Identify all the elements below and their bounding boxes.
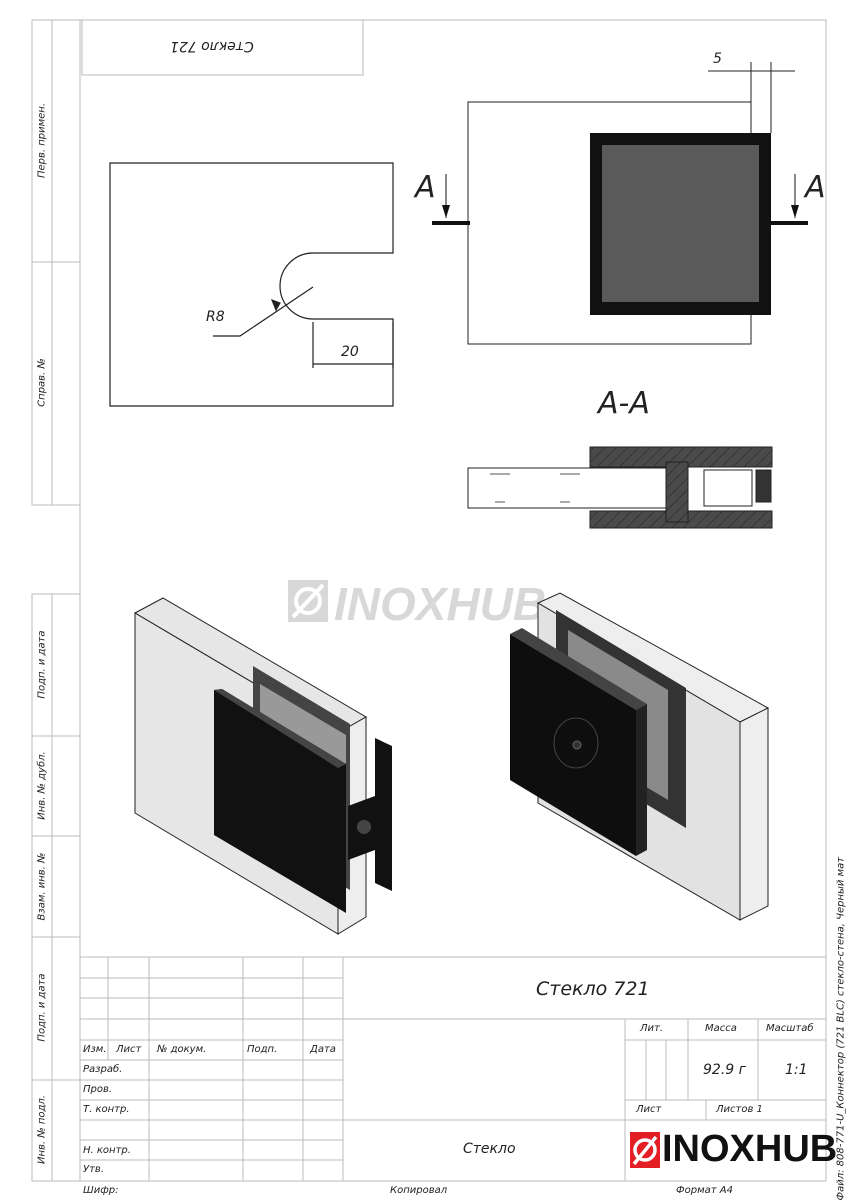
footer-cipher: Шифр: (83, 1185, 119, 1196)
side-sign-date-1: Подп. и дата (36, 630, 48, 699)
sheet-label: Лист (636, 1104, 662, 1115)
material: Стекло (463, 1141, 516, 1157)
side-ref-no: Справ. № (36, 358, 48, 407)
document-name: Стекло 721 (536, 978, 650, 1000)
section-mark-right: A (805, 170, 826, 205)
role-norm-control: Н. контр. (83, 1145, 131, 1156)
side-sign-date-2: Подп. и дата (36, 973, 48, 1042)
radius-label: R8 (206, 309, 225, 325)
isometric-view-right (510, 592, 770, 921)
side-orig-inv: Инв. № подл. (36, 1095, 48, 1164)
sheet-frame (31, 19, 827, 1182)
side-dup-inv: Инв. № дубл. (36, 751, 48, 820)
watermark-text: INOXHUB (334, 578, 546, 630)
front-view (432, 62, 808, 345)
role-tech-control: Т. контр. (83, 1104, 130, 1115)
logo-icon (630, 1132, 660, 1168)
role-checker: Пров. (83, 1084, 113, 1095)
footer-format: Формат А4 (676, 1185, 733, 1196)
isometric-view-left (133, 597, 392, 935)
hdr-izm: Изм. (83, 1044, 107, 1055)
role-approved: Утв. (83, 1164, 104, 1175)
glass-cutout-view (109, 162, 394, 407)
scale-value: 1:1 (785, 1062, 808, 1078)
company-logo: INOXHUB (662, 1128, 838, 1170)
dim-20: 20 (341, 344, 359, 360)
sheets-label: Листов 1 (716, 1104, 763, 1115)
scale-label: Масштаб (766, 1023, 814, 1034)
section-a-a (467, 446, 773, 529)
footer-copied: Копировал (390, 1185, 448, 1196)
watermark-logo-icon: INOXHUB (288, 578, 546, 630)
hdr-list: Лист (116, 1044, 142, 1055)
section-title: A-A (598, 386, 650, 421)
role-developer: Разраб. (83, 1064, 123, 1075)
mass-value: 92.9 г (703, 1062, 746, 1078)
mass-label: Масса (705, 1023, 737, 1034)
hdr-date: Дата (310, 1044, 336, 1055)
corner-stamp: Стекло 721 (170, 38, 254, 54)
side-replace-inv: Взам. инв. № (36, 852, 48, 921)
hdr-sign: Подп. (247, 1044, 278, 1055)
hdr-doc-no: № докум. (157, 1044, 207, 1055)
dim-5: 5 (713, 51, 722, 67)
section-mark-left: A (415, 170, 436, 205)
lit-label: Лит. (640, 1023, 664, 1034)
side-first-use: Перв. примен. (36, 102, 48, 179)
